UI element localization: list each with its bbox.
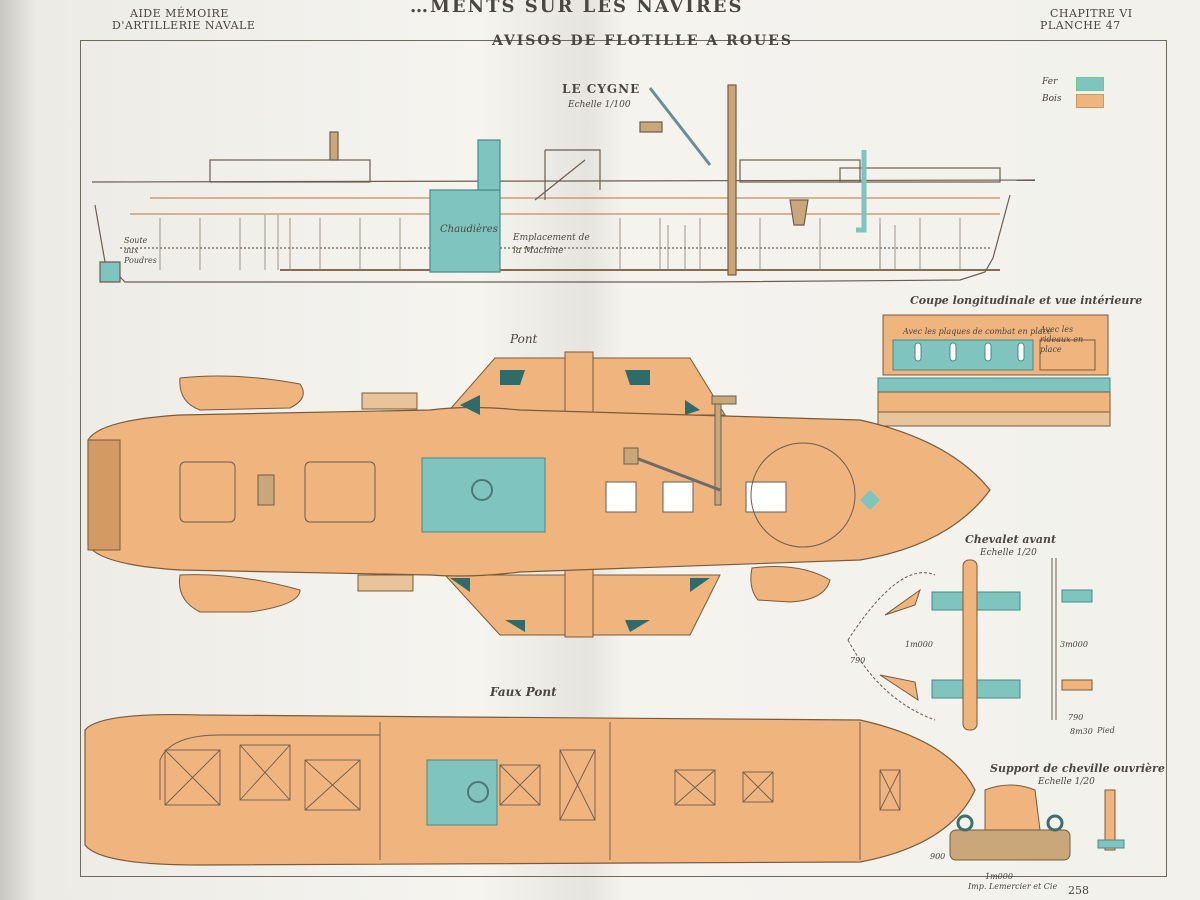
dim-1: 790 bbox=[850, 656, 866, 665]
legend-bois-swatch bbox=[1076, 94, 1104, 108]
support-detail bbox=[949, 784, 1125, 861]
dim-2: 1m000 bbox=[905, 640, 933, 649]
dim-4: 3m000 bbox=[1060, 640, 1088, 649]
header-right-1: CHAPITRE VI bbox=[1050, 7, 1133, 20]
dim-6: Pied bbox=[1097, 726, 1115, 735]
legend-bois-label: Bois bbox=[1042, 94, 1062, 104]
chevalet-scale: Echelle 1/20 bbox=[980, 548, 1037, 558]
support-scale: Echelle 1/20 bbox=[1038, 777, 1095, 787]
pont-label: Pont bbox=[510, 332, 538, 346]
dim-3: 790 bbox=[1068, 713, 1084, 722]
section-right-label: Avec les rideaux en place bbox=[1040, 325, 1084, 354]
faux-pont-label: Faux Pont bbox=[490, 685, 557, 699]
section-title: Coupe longitudinale et vue intérieure bbox=[910, 294, 1143, 307]
section-view bbox=[877, 314, 1111, 427]
section-left-label: Avec les plaques de combat en place bbox=[903, 327, 1052, 336]
support-title: Support de cheville ouvrière bbox=[990, 762, 1165, 775]
label-chaudieres: Chaudières bbox=[440, 224, 498, 235]
ship-name: LE CYGNE bbox=[562, 82, 641, 96]
header-left-1: AIDE MÉMOIRE bbox=[130, 7, 229, 20]
page-number: 258 bbox=[1068, 884, 1089, 897]
plate-frame bbox=[80, 40, 1167, 877]
ship-scale: Echelle 1/100 bbox=[568, 100, 631, 110]
legend-fer-swatch bbox=[1076, 77, 1104, 91]
chevalet-title: Chevalet avant bbox=[965, 533, 1057, 546]
label-emplacement: Emplacement de la Machine bbox=[513, 233, 590, 256]
dim-8: 1m000 bbox=[985, 872, 1013, 881]
pont-deck-plan bbox=[87, 351, 991, 638]
plate-title: AVISOS DE FLOTILLE A ROUES bbox=[492, 33, 793, 49]
dim-7: 900 bbox=[930, 852, 946, 861]
faux-pont-plan bbox=[84, 714, 976, 866]
dim-5: 8m30 bbox=[1070, 727, 1093, 736]
elevation-view bbox=[91, 84, 1036, 283]
printer-credit: Imp. Lemercier et Cie bbox=[968, 882, 1058, 891]
label-soute: Soute aux Poudres bbox=[124, 236, 157, 265]
header-left-2: D'ARTILLERIE NAVALE bbox=[112, 19, 256, 32]
header-center-title: …MENTS SUR LES NAVIRES bbox=[410, 0, 744, 17]
header-right-2: PLANCHE 47 bbox=[1040, 19, 1121, 32]
chevalet-detail bbox=[847, 558, 1093, 731]
legend-fer-label: Fer bbox=[1042, 77, 1058, 87]
